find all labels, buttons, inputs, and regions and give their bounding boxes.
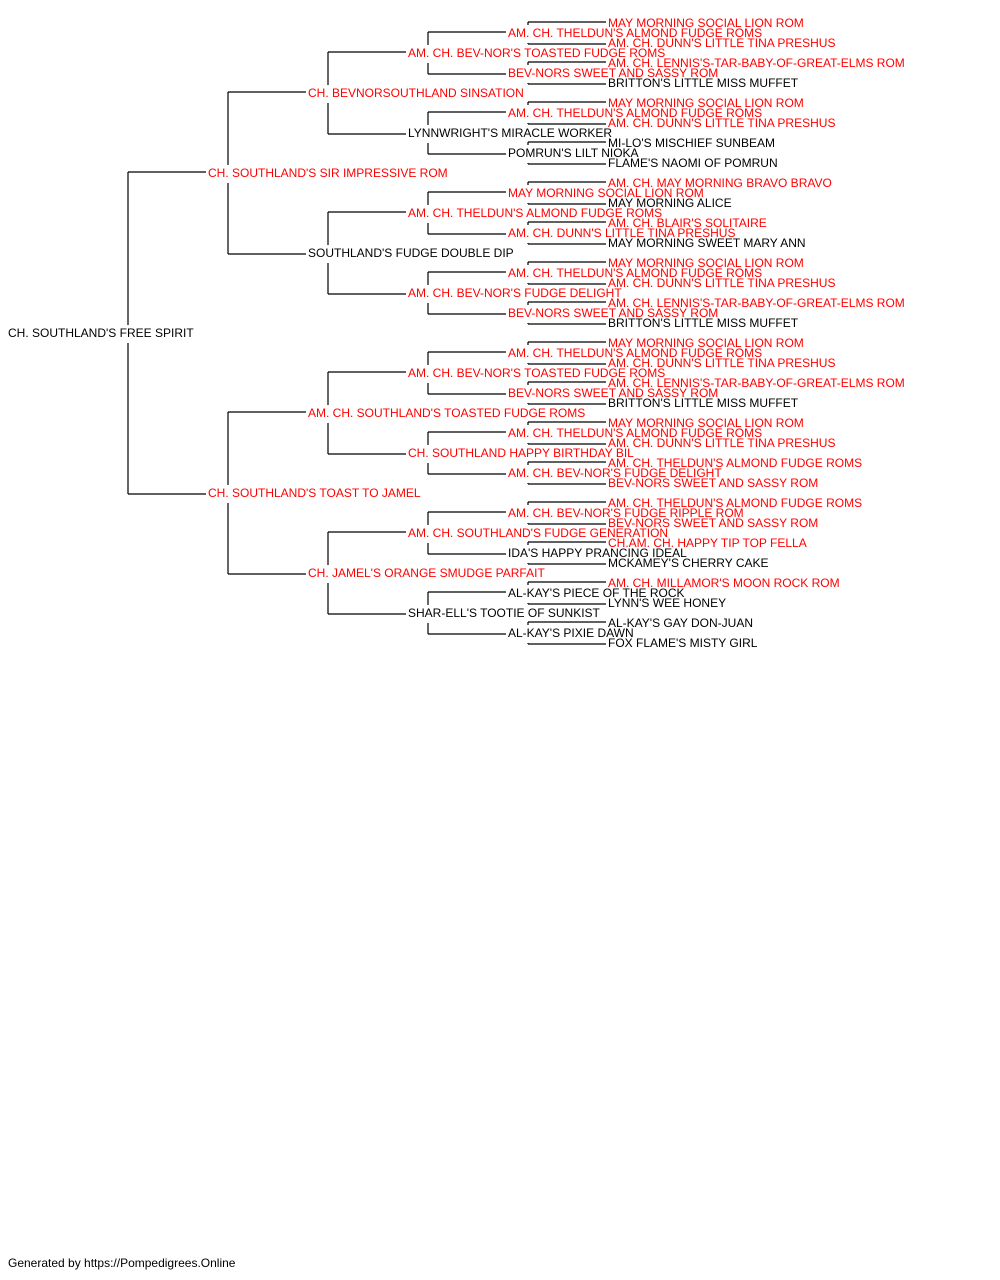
dog-name-gen5[interactable]: AM. CH. DUNN'S LITTLE TINA PRESHUS: [608, 116, 835, 130]
dog-name-gen4[interactable]: IDA'S HAPPY PRANCING IDEAL: [508, 546, 687, 560]
dog-name-gen2[interactable]: AM. CH. SOUTHLAND'S TOASTED FUDGE ROMS: [308, 406, 585, 420]
dog-name-gen1[interactable]: CH. SOUTHLAND'S TOAST TO JAMEL: [208, 486, 421, 500]
dog-name-gen3[interactable]: AM. CH. SOUTHLAND'S FUDGE GENERATION: [408, 526, 668, 540]
dog-name-gen5[interactable]: AM. CH. DUNN'S LITTLE TINA PRESHUS: [608, 436, 835, 450]
dog-name-gen2[interactable]: CH. BEVNORSOUTHLAND SINSATION: [308, 86, 524, 100]
dog-name-gen5[interactable]: AM. CH. DUNN'S LITTLE TINA PRESHUS: [608, 276, 835, 290]
dog-name-gen5[interactable]: MI-LO'S MISCHIEF SUNBEAM: [608, 136, 775, 150]
dog-name-gen4[interactable]: AM. CH. BEV-NOR'S FUDGE RIPPLE ROM: [508, 506, 744, 520]
dog-name-gen5[interactable]: CH.AM. CH. HAPPY TIP TOP FELLA: [608, 536, 807, 550]
dog-name-gen2[interactable]: CH. JAMEL'S ORANGE SMUDGE PARFAIT: [308, 566, 545, 580]
dog-name-gen3[interactable]: SHAR-ELL'S TOOTIE OF SUNKIST: [408, 606, 601, 620]
dog-name-gen4[interactable]: POMRUN'S LILT NIOKA: [508, 146, 639, 160]
dog-name-gen3[interactable]: AM. CH. BEV-NOR'S FUDGE DELIGHT: [408, 286, 622, 300]
dog-name-gen5[interactable]: MAY MORNING SOCIAL LION ROM: [608, 336, 804, 350]
dog-name-gen3[interactable]: AM. CH. BEV-NOR'S TOASTED FUDGE ROMS: [408, 366, 665, 380]
dog-name-gen5[interactable]: AL-KAY'S GAY DON-JUAN: [608, 616, 753, 630]
dog-labels: CH. SOUTHLAND'S FREE SPIRIT CH. SOUTHLAND…: [8, 16, 905, 650]
dog-name-gen5[interactable]: AM. CH. THELDUN'S ALMOND FUDGE ROMS: [608, 496, 862, 510]
dog-name-gen5[interactable]: MAY MORNING SOCIAL LION ROM: [608, 416, 804, 430]
dog-name-gen4[interactable]: BEV-NORS SWEET AND SASSY ROM: [508, 306, 718, 320]
dog-name-gen3[interactable]: AM. CH. BEV-NOR'S TOASTED FUDGE ROMS: [408, 46, 665, 60]
dog-name-gen4[interactable]: AM. CH. THELDUN'S ALMOND FUDGE ROMS: [508, 346, 762, 360]
dog-name-gen5[interactable]: MAY MORNING SOCIAL LION ROM: [608, 96, 804, 110]
dog-name-gen4[interactable]: AM. CH. THELDUN'S ALMOND FUDGE ROMS: [508, 106, 762, 120]
dog-name-gen4[interactable]: AM. CH. BEV-NOR'S FUDGE DELIGHT: [508, 466, 722, 480]
dog-name-gen4[interactable]: AL-KAY'S PIECE OF THE ROCK: [508, 586, 685, 600]
dog-name-gen5[interactable]: MAY MORNING SWEET MARY ANN: [608, 236, 806, 250]
dog-name-gen4[interactable]: BEV-NORS SWEET AND SASSY ROM: [508, 386, 718, 400]
dog-name-gen4[interactable]: BEV-NORS SWEET AND SASSY ROM: [508, 66, 718, 80]
dog-name-gen5[interactable]: MAY MORNING ALICE: [608, 196, 732, 210]
dog-name-gen5[interactable]: MAY MORNING SOCIAL LION ROM: [608, 16, 804, 30]
dog-name-gen5[interactable]: AM. CH. DUNN'S LITTLE TINA PRESHUS: [608, 36, 835, 50]
dog-name-gen5[interactable]: MAY MORNING SOCIAL LION ROM: [608, 256, 804, 270]
dog-name-gen5[interactable]: MCKAMEY'S CHERRY CAKE: [608, 556, 769, 570]
dog-name-gen4[interactable]: AL-KAY'S PIXIE DAWN: [508, 626, 634, 640]
dog-name-gen3[interactable]: CH. SOUTHLAND HAPPY BIRTHDAY BIL: [408, 446, 634, 460]
dog-name-gen5[interactable]: BEV-NORS SWEET AND SASSY ROM: [608, 516, 818, 530]
dog-name-gen5[interactable]: BRITTON'S LITTLE MISS MUFFET: [608, 396, 799, 410]
dog-name-gen5[interactable]: BEV-NORS SWEET AND SASSY ROM: [608, 476, 818, 490]
dog-name-gen1[interactable]: CH. SOUTHLAND'S SIR IMPRESSIVE ROM: [208, 166, 448, 180]
dog-name-gen2[interactable]: SOUTHLAND'S FUDGE DOUBLE DIP: [308, 246, 514, 260]
connector-lines: [127, 21, 606, 645]
dog-name-gen4[interactable]: MAY MORNING SOCIAL LION ROM: [508, 186, 704, 200]
dog-name-gen5[interactable]: AM. CH. DUNN'S LITTLE TINA PRESHUS: [608, 356, 835, 370]
dog-name-gen5[interactable]: AM. CH. MILLAMOR'S MOON ROCK ROM: [608, 576, 840, 590]
dog-name-gen5[interactable]: AM. CH. THELDUN'S ALMOND FUDGE ROMS: [608, 456, 862, 470]
dog-name-gen4[interactable]: AM. CH. THELDUN'S ALMOND FUDGE ROMS: [508, 266, 762, 280]
dog-name-gen5[interactable]: AM. CH. MAY MORNING BRAVO BRAVO: [608, 176, 832, 190]
dog-name-gen5[interactable]: LYNN'S WEE HONEY: [608, 596, 726, 610]
dog-name-gen4[interactable]: AM. CH. THELDUN'S ALMOND FUDGE ROMS: [508, 426, 762, 440]
dog-name-gen5[interactable]: FOX FLAME'S MISTY GIRL: [608, 636, 758, 650]
dog-name-gen5[interactable]: AM. CH. LENNIS'S-TAR-BABY-OF-GREAT-ELMS …: [608, 296, 905, 310]
dog-name-gen5[interactable]: AM. CH. LENNIS'S-TAR-BABY-OF-GREAT-ELMS …: [608, 56, 905, 70]
dog-name-gen4[interactable]: AM. CH. THELDUN'S ALMOND FUDGE ROMS: [508, 26, 762, 40]
dog-name-gen5[interactable]: AM. CH. BLAIR'S SOLITAIRE: [608, 216, 767, 230]
dog-name-gen5[interactable]: BRITTON'S LITTLE MISS MUFFET: [608, 316, 799, 330]
generator-credit: Generated by https://Pompedigrees.Online: [8, 1256, 236, 1270]
dog-name-gen5[interactable]: AM. CH. LENNIS'S-TAR-BABY-OF-GREAT-ELMS …: [608, 376, 905, 390]
dog-name-gen5[interactable]: BRITTON'S LITTLE MISS MUFFET: [608, 76, 799, 90]
dog-name-gen5[interactable]: FLAME'S NAOMI OF POMRUN: [608, 156, 778, 170]
dog-name-gen3[interactable]: LYNNWRIGHT'S MIRACLE WORKER: [408, 126, 612, 140]
dog-name-gen3[interactable]: AM. CH. THELDUN'S ALMOND FUDGE ROMS: [408, 206, 662, 220]
dog-name-gen4[interactable]: AM. CH. DUNN'S LITTLE TINA PRESHUS: [508, 226, 735, 240]
dog-name-gen0[interactable]: CH. SOUTHLAND'S FREE SPIRIT: [8, 326, 194, 340]
